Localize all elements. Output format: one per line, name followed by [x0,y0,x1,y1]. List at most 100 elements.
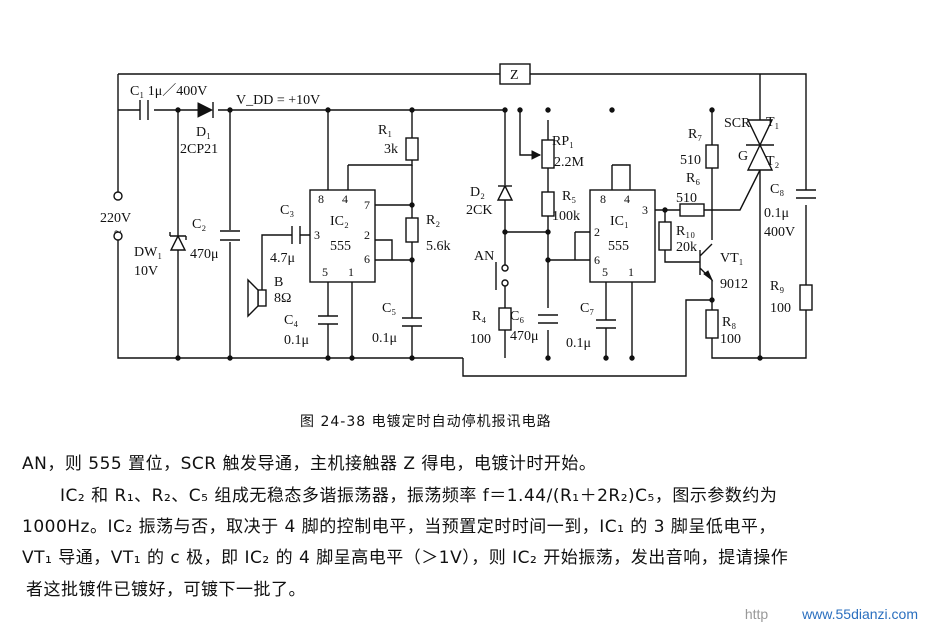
label-r2-v: 5.6k [426,239,451,254]
diode-d2 [496,184,514,201]
label-r1-v: 3k [384,142,398,157]
label-d1: D₁ [196,125,211,140]
resistor-r1 [405,137,419,161]
label-r9-v: 100 [770,301,791,316]
pin-ic2-7: 7 [364,198,370,212]
watermark: http www.55dianzi.com [745,606,918,622]
label-c8-v2: 400V [764,225,795,240]
resistor-r9 [799,284,813,311]
label-c3-v: 4.7μ [270,251,295,266]
label-r9: R₉ [770,279,784,294]
label-ic1: IC₁ [610,214,629,229]
label-c7: C₇ [580,301,594,316]
pin-numbers: 8 4 7 3 2 6 5 1 8 4 3 2 6 5 1 [314,192,648,279]
label-z: Z [510,68,519,83]
pin-ic1-4: 4 [624,192,630,206]
label-c4-v: 0.1μ [284,333,309,348]
label-c6: C₆ [510,309,524,324]
body-text-line-3: 1000Hz。IC₂ 振荡与否，取决于 4 脚的控制电平，当预置定时时间一到，I… [22,517,776,537]
label-rp1: RP₁ [552,134,574,149]
label-c1: C₁ 1μ／400V [130,83,207,99]
pin-ic1-2: 2 [594,225,600,239]
figure-caption: 图 24-38 电镀定时自动停机报讯电路 [300,414,552,430]
label-t2: T₂ [766,154,780,169]
label-dw1-v: 10V [134,264,158,279]
resistor-r2 [405,217,419,243]
label-d2-type: 2CK [466,203,492,218]
pin-ic1-6: 6 [594,253,600,267]
label-dw1: DW₁ [134,245,162,260]
label-ic2: IC₂ [330,214,349,229]
pin-ic2-5: 5 [322,265,328,279]
zener-dw1 [169,234,187,251]
wires [117,73,807,377]
capacitor-c2 [220,230,240,241]
components [113,63,816,339]
pin-ic1-8: 8 [600,192,606,206]
label-c5-v: 0.1μ [372,331,397,346]
label-c4: C₄ [284,313,298,328]
label-vt1: VT₁ [720,251,744,266]
potentiometer-rp1 [541,139,555,169]
label-r10: R₁₀ [676,224,695,239]
label-r2: R₂ [426,213,440,228]
resistor-r8 [705,309,719,339]
label-an: AN [474,249,494,264]
capacitor-c3 [291,226,301,244]
label-r7-v: 510 [680,153,701,168]
label-c2: C₂ [192,217,206,232]
label-rp1-v: 2.2M [554,155,585,170]
mains-terminal-bottom [113,231,123,241]
junctions [175,107,763,361]
label-ic1-type: 555 [608,239,629,254]
label-d1-type: 2CP21 [180,142,218,157]
watermark-site: www.55dianzi.com [802,606,918,622]
resistor-r10 [658,221,672,251]
diode-d1 [197,102,214,118]
mains-terminal-top [113,191,123,201]
label-t1: T₁ [766,115,779,130]
label-mains: 220V [100,211,131,226]
resistor-r5 [541,191,555,217]
pin-ic2-6: 6 [364,252,370,266]
label-r6: R₆ [686,171,700,186]
label-c7-v: 0.1μ [566,336,591,351]
pin-ic2-3: 3 [314,228,320,242]
body-text-line-2: IC₂ 和 R₁、R₂、C₅ 组成无稳态多谐振荡器，振荡频率 f＝1.44/(R… [60,486,778,506]
capacitor-c1 [139,100,149,120]
capacitor-c7 [596,319,616,329]
label-b: B [274,275,283,290]
label-r5-v: 100k [552,209,580,224]
body-text-line-5: 者这批镀件已镀好，可镀下一批了。 [26,580,306,600]
capacitor-c5 [402,317,422,327]
label-r4-v: 100 [470,332,491,347]
label-r5: R₅ [562,189,576,204]
label-c6-v: 470μ [510,329,539,344]
ic1-555 [589,189,656,283]
body-text-line-1: AN，则 555 置位，SCR 触发导通，主机接触器 Z 得电，电镀计时开始。 [22,454,597,474]
pin-ic1-3: 3 [642,203,648,217]
watermark-prefix: http [744,606,769,622]
capacitor-c6 [538,314,558,324]
label-scr: SCR [724,116,751,131]
label-r4: R₄ [472,309,486,324]
capacitor-c4 [318,315,338,325]
speaker-b [257,289,267,307]
label-r8: R₈ [722,315,736,330]
pin-ic2-2: 2 [364,228,370,242]
resistor-r7 [705,144,719,169]
label-r7: R₇ [688,127,702,142]
pin-ic2-8: 8 [318,192,324,206]
label-mains-tilde: ~ [114,225,122,240]
contactor-z [499,63,531,85]
label-ic2-type: 555 [330,239,351,254]
label-c8: C₈ [770,182,784,197]
label-vt1-type: 9012 [720,277,748,292]
label-r6-v: 510 [676,191,697,206]
label-vdd: V_DD = +10V [236,93,320,108]
component-labels: C₁ 1μ／400V D₁ 2CP21 V_DD = +10V Z 220V ~… [100,68,795,351]
resistor-r4 [498,307,512,331]
capacitor-c8 [796,189,816,199]
label-c3: C₃ [280,203,294,218]
label-g: G [738,149,748,164]
